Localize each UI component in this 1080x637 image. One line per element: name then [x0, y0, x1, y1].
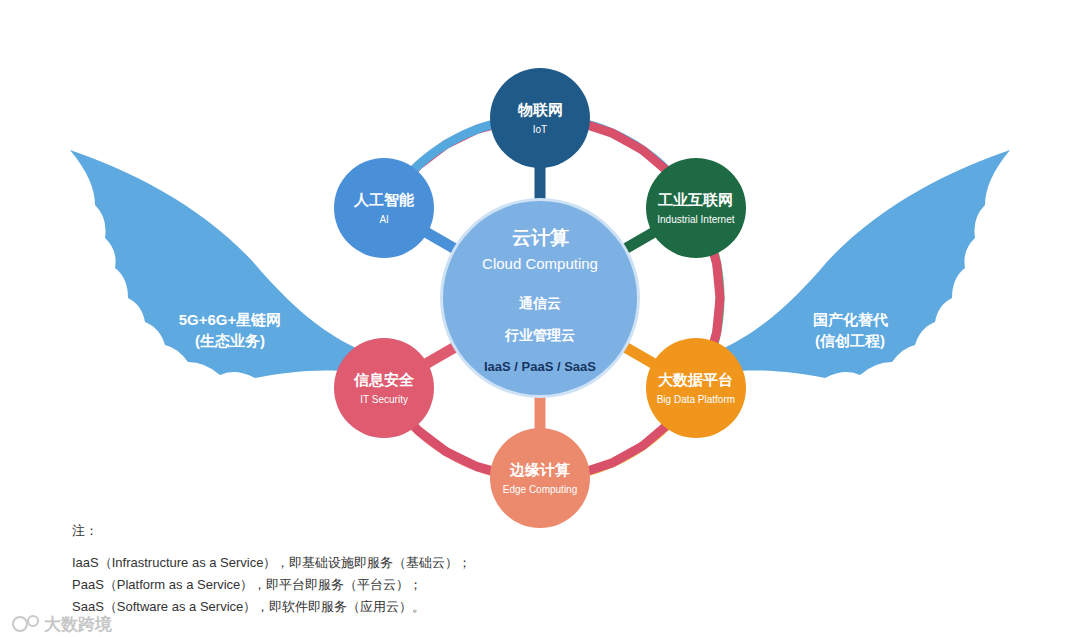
sat-outline — [334, 158, 434, 258]
ring-arc — [414, 125, 491, 170]
sat-outline — [490, 68, 590, 168]
watermark-icon — [13, 616, 38, 631]
ai-circle: 人工智能 AI — [334, 158, 434, 258]
wing-label: 5G+6G+星链网 (生态业务) — [179, 309, 282, 351]
circle-subtitle: Edge Computing — [503, 483, 578, 497]
security-circle: 信息安全 IT Security — [334, 338, 434, 438]
left-wing: 5G+6G+星链网 (生态业务) — [70, 150, 360, 380]
pill-label: 行业管理云 — [505, 324, 575, 346]
circle-title: 人工智能 — [354, 190, 414, 210]
note-line: IaaS（Infrastructure as a Service），即基础设施即… — [72, 554, 471, 572]
circle-subtitle: Industrial Internet — [657, 213, 734, 227]
sat-outline — [490, 428, 590, 528]
circle-subtitle: AI — [379, 213, 388, 227]
sat-outline — [646, 338, 746, 438]
right-wing: 国产化替代 (信创工程) — [720, 150, 1010, 380]
circle-subtitle: IoT — [533, 123, 547, 137]
hub-spoke — [626, 233, 654, 249]
cloud-core-circle: 通信云行业管理云 云计算 Cloud ComputingIaaS / PaaS / … — [440, 198, 640, 398]
note-line: PaaS（Platform as a Service），即平台即服务（平台云）； — [72, 576, 422, 594]
circle-title: 工业互联网 — [658, 190, 733, 210]
note-line: 注： — [72, 522, 98, 540]
big-data-circle: 大数据平台 Big Data Platform — [646, 338, 746, 438]
circle-title: 物联网 — [518, 100, 563, 120]
service-layers: IaaS / PaaS / SaaS — [440, 358, 640, 376]
watermark: 大数跨境 — [44, 613, 112, 636]
core-title: 云计算 — [440, 226, 640, 250]
circle-title: 大数据平台 — [658, 370, 733, 390]
hub-spoke — [626, 348, 654, 364]
industrial-internet-circle: 工业互联网 Industrial Internet — [646, 158, 746, 258]
sat-outline — [646, 158, 746, 258]
note-line: SaaS（Software as a Service），即软件即服务（应用云）。 — [72, 598, 425, 616]
hub-spoke — [535, 167, 546, 199]
edge-computing-circle: 边缘计算 Edge Computing — [490, 428, 590, 528]
iot-circle: 物联网 IoT — [490, 68, 590, 168]
circle-title: 边缘计算 — [510, 460, 570, 480]
hub-spoke — [535, 397, 546, 429]
hub-spoke — [427, 232, 455, 248]
circle-subtitle: IT Security — [360, 393, 408, 407]
core-subtitle: Cloud Computing — [440, 254, 640, 274]
pill-label: 通信云 — [519, 292, 561, 314]
sat-outline — [334, 338, 434, 438]
hub-spoke — [427, 347, 455, 363]
circle-subtitle: Big Data Platform — [657, 393, 735, 407]
circle-title: 信息安全 — [354, 370, 414, 390]
wing-label: 国产化替代 (信创工程) — [813, 309, 888, 351]
